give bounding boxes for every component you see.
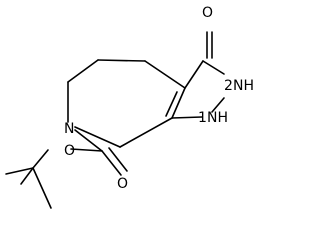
azepane-bond-c3a-c4 — [144, 60, 186, 89]
ring-bond-c3-n2 — [202, 60, 225, 75]
carbamate-bond-c-o-double-a — [101, 150, 122, 176]
tbutyl-bond-methyl-right — [32, 167, 52, 209]
tbutyl-bond-methyl-left — [5, 167, 34, 175]
carbamate-bond-c-o — [70, 148, 103, 152]
label-layer: O 2 NH 1 NH N O O — [64, 5, 254, 192]
ring-bond-c3a-c7a — [171, 87, 186, 119]
ring-bond-n2-n1 — [211, 97, 225, 113]
nh-1-label: NH — [207, 110, 228, 126]
tbutyl-bond-methyl-down — [20, 167, 34, 185]
nh-2-label: NH — [233, 78, 254, 94]
nh-2-label-prefix: 2 — [224, 78, 233, 94]
molecule-canvas: O 2 NH 1 NH N O O — [5, 5, 254, 209]
carbamate-bond-n-c — [74, 129, 103, 152]
structure-diagram: O 2 NH 1 NH N O O — [5, 5, 254, 209]
ring-nitrogen-label: N — [64, 121, 74, 137]
azepane-bond-n7-c8 — [74, 126, 121, 148]
azepane-bond-c8-c7a — [119, 117, 173, 148]
ring-bond-n1-c7a — [171, 116, 203, 119]
ester-oxygen-label: O — [64, 143, 75, 159]
bond-layer — [5, 31, 225, 209]
azepane-bond-c4-c5 — [97, 59, 146, 62]
ring-bond-c3-c3a — [184, 60, 204, 89]
tbutyl-bond-o-c — [32, 149, 49, 169]
carbamate-bond-c-o-double-b — [108, 147, 128, 172]
nh-1-label-prefix: 1 — [198, 110, 207, 126]
azepane-bond-c5-c6 — [67, 59, 99, 83]
carbonyl-oxygen-label: O — [202, 5, 213, 21]
boc-carbonyl-oxygen-label: O — [117, 176, 128, 192]
ring-bond-c3a-c7a-double — [165, 91, 178, 117]
